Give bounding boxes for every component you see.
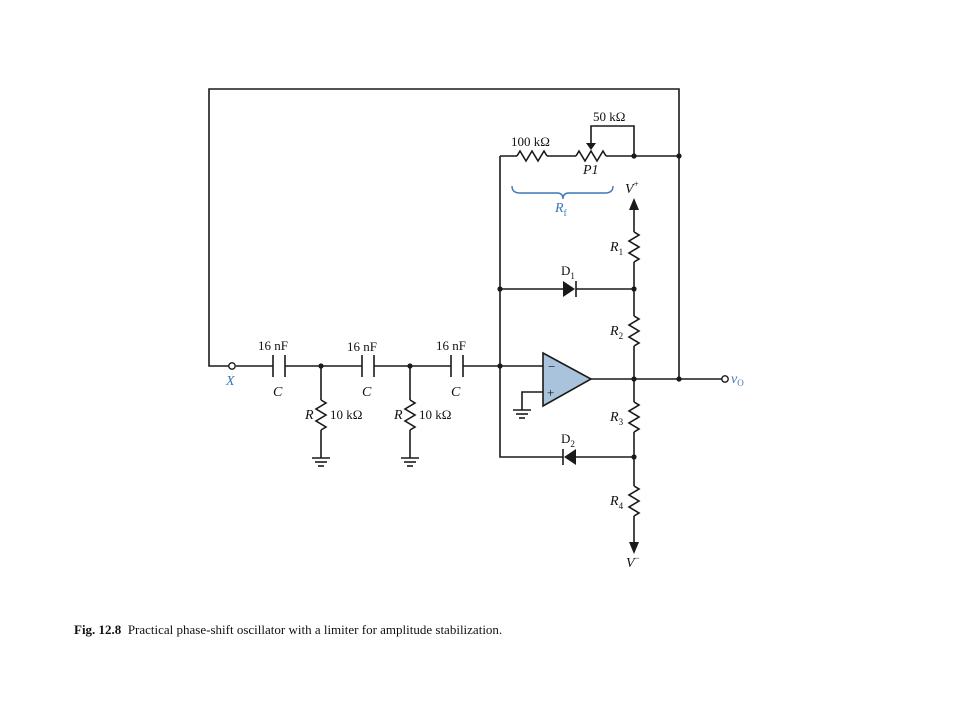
resistor-r4: [627, 485, 641, 554]
ground-symbol-2: [401, 457, 419, 467]
resistor-r3-label: R3: [609, 410, 624, 427]
op-amp-minus-sign: −: [548, 359, 555, 374]
resistor-r2: [627, 315, 641, 402]
shunt-resistor-1-value: 10 kΩ: [330, 407, 362, 422]
diode-d2-label: D2: [561, 431, 575, 449]
figure-caption: Fig. 12.8 Practical phase-shift oscillat…: [74, 622, 502, 638]
capacitor-3-value: 16 nF: [436, 338, 466, 353]
inverting-node-bus: [499, 156, 537, 458]
potentiometer-symbol: P1: [582, 163, 599, 178]
capacitor-2: [361, 355, 375, 377]
diode-d2: [537, 449, 634, 465]
feedback-loop-wire: [208, 88, 680, 379]
figure-number: Fig. 12.8: [74, 622, 122, 637]
shunt-resistor-2: [403, 366, 417, 458]
capacitor-3-symbol: C: [451, 385, 461, 400]
shunt-resistor-1-symbol: R: [304, 408, 314, 423]
node-x-label: X: [225, 374, 235, 389]
output-label: vO: [731, 372, 744, 388]
feedback-resistor-100k: [500, 149, 576, 163]
figure-caption-text: Practical phase-shift oscillator with a …: [127, 622, 503, 637]
resistor-r1-label: R1: [609, 240, 623, 257]
potentiometer-value: 50 kΩ: [593, 109, 625, 124]
potentiometer-p1: [575, 125, 679, 163]
shunt-resistor-1: [314, 366, 328, 458]
junction-dot: [631, 153, 637, 159]
resistor-r2-label: R2: [609, 324, 623, 341]
rf-label: Rf: [554, 201, 567, 218]
vminus-label: V−: [626, 553, 640, 571]
output-terminal: [721, 375, 729, 383]
shunt-resistor-2-symbol: R: [393, 408, 403, 423]
shunt-resistor-2-value: 10 kΩ: [419, 407, 451, 422]
node-x-terminal: [228, 362, 236, 370]
vplus-arrow: [629, 198, 639, 232]
junction-dot: [676, 376, 682, 382]
capacitor-1: [272, 355, 286, 377]
junction-dot: [676, 153, 682, 159]
diode-d1: [500, 281, 634, 297]
capacitor-1-symbol: C: [273, 385, 283, 400]
feedback-resistor-100k-value: 100 kΩ: [511, 134, 550, 149]
rf-brace: [511, 185, 614, 200]
resistor-r3: [627, 401, 641, 486]
capacitor-3: [450, 355, 464, 377]
vplus-label: V+: [625, 179, 639, 197]
resistor-r4-label: R4: [609, 494, 624, 511]
capacitor-2-value: 16 nF: [347, 339, 377, 354]
diode-d1-label: D1: [561, 263, 575, 281]
capacitor-1-value: 16 nF: [258, 338, 288, 353]
op-amp: [542, 351, 593, 408]
non-inverting-ground-wire: [521, 391, 543, 410]
ground-symbol-opamp: [513, 409, 531, 419]
op-amp-plus-sign: +: [547, 385, 554, 400]
ground-symbol-1: [312, 457, 330, 467]
resistor-r1: [627, 231, 641, 316]
capacitor-2-symbol: C: [362, 385, 372, 400]
